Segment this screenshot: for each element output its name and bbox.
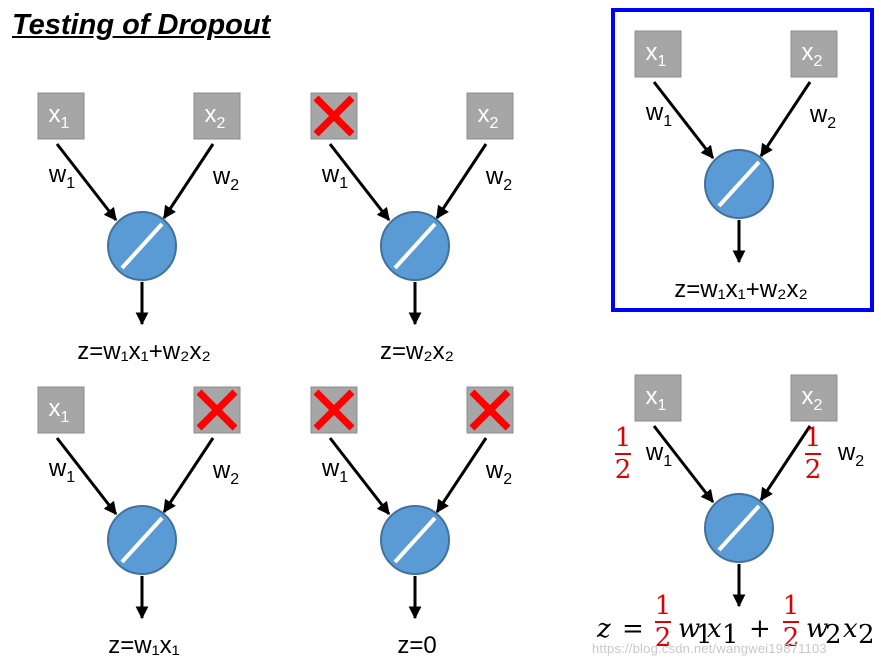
linear-activation-icon bbox=[393, 222, 437, 270]
edge-x1 bbox=[55, 437, 118, 516]
input-label-x2: x2 bbox=[478, 101, 499, 132]
weight-label-w2: w2 bbox=[809, 101, 836, 132]
input-box-x1 bbox=[37, 386, 85, 434]
eq-w1: w bbox=[678, 614, 700, 644]
neuron bbox=[107, 211, 177, 281]
weight-label-w2: w2 bbox=[837, 439, 864, 470]
panel-x1-dropped: x2 w1 w2 z=w₂x₂ bbox=[310, 92, 514, 365]
eq-equals: = bbox=[622, 614, 644, 644]
output-equation: z=w₁x₁+w₂x₂ bbox=[674, 276, 808, 303]
neuron bbox=[380, 211, 450, 281]
edge-x1 bbox=[55, 143, 118, 222]
output-equation: z=w₁x₁+w₂x₂ bbox=[77, 338, 211, 365]
page-title: Testing of Dropout bbox=[12, 9, 271, 41]
neuron bbox=[704, 493, 774, 563]
neuron bbox=[107, 505, 177, 575]
edge-x2 bbox=[435, 143, 488, 220]
highlight-frame bbox=[611, 8, 874, 312]
edge-x2 bbox=[759, 81, 812, 158]
edge-x1 bbox=[652, 81, 715, 160]
weight-label-w2: w2 bbox=[485, 163, 512, 194]
eq-x2: x bbox=[843, 614, 858, 644]
edge-x2 bbox=[162, 143, 215, 220]
eq-x1-sub: 1 bbox=[722, 620, 739, 650]
eq-x1: x bbox=[707, 614, 722, 644]
drop-x1-cross-icon bbox=[313, 389, 355, 431]
linear-activation-icon bbox=[393, 516, 437, 564]
eq-w2: w bbox=[806, 614, 828, 644]
panel-expected-highlighted: x1 x2 w1 w2 z=w₁x₁+w₂x₂ bbox=[634, 30, 838, 303]
drop-x2-cross-icon bbox=[469, 389, 511, 431]
fraction-denominator: 2 bbox=[655, 623, 672, 653]
weight-scale-fraction-1: 12 bbox=[615, 423, 632, 485]
weight-label-w2: w2 bbox=[212, 163, 239, 194]
edge-x1 bbox=[328, 437, 391, 516]
fraction-numerator: 1 bbox=[655, 591, 672, 621]
weight-label-w1: w1 bbox=[645, 99, 672, 130]
edge-x2 bbox=[162, 437, 215, 514]
edge-x2 bbox=[435, 437, 488, 514]
watermark: https://blog.csdn.net/wangwei19871103 bbox=[592, 641, 827, 656]
input-label-x1: x1 bbox=[646, 383, 667, 414]
input-label-x2: x2 bbox=[802, 383, 823, 414]
weight-label-w2: w2 bbox=[212, 457, 239, 488]
input-box-x2 bbox=[466, 92, 514, 140]
eq-w1-sub: 1 bbox=[696, 620, 713, 650]
input-label-x2: x2 bbox=[802, 39, 823, 70]
drop-x1-cross-icon bbox=[313, 95, 355, 137]
input-box-x1 bbox=[634, 374, 682, 422]
input-label-x1: x1 bbox=[49, 101, 70, 132]
edge-x1 bbox=[652, 425, 715, 504]
weight-label-w1: w1 bbox=[48, 161, 75, 192]
weight-label-w2: w2 bbox=[485, 457, 512, 488]
input-label-x1: x1 bbox=[49, 395, 70, 426]
eq-z: z bbox=[596, 614, 611, 644]
panel-x2-dropped: x1 w1 w2 z=w₁x₁ bbox=[37, 386, 241, 659]
fraction-numerator: 1 bbox=[783, 591, 800, 621]
eq-x2-sub: 2 bbox=[858, 620, 875, 650]
input-box-x1 bbox=[37, 92, 85, 140]
eq-fraction-2: 12 bbox=[783, 591, 800, 653]
neuron bbox=[704, 149, 774, 219]
linear-activation-icon bbox=[717, 160, 761, 208]
output-equation: z=0 bbox=[397, 632, 436, 659]
fraction-denominator: 2 bbox=[805, 455, 822, 485]
neuron bbox=[380, 505, 450, 575]
weight-label-w1: w1 bbox=[645, 439, 672, 470]
weight-label-w1: w1 bbox=[321, 455, 348, 486]
fraction-denominator: 2 bbox=[615, 455, 632, 485]
eq-w2-sub: 2 bbox=[825, 620, 842, 650]
panel-both-dropped: w1 w2 z=0 bbox=[310, 386, 514, 659]
linear-activation-icon bbox=[717, 504, 761, 552]
input-box-x2 bbox=[790, 30, 838, 78]
weight-label-w1: w1 bbox=[321, 161, 348, 192]
linear-activation-icon bbox=[120, 516, 164, 564]
linear-activation-icon bbox=[120, 222, 164, 270]
input-box-x2 bbox=[193, 92, 241, 140]
panel-both-kept: x1 x2 w1 w2 z=w₁x₁+w₂x₂ bbox=[37, 92, 241, 365]
fraction-denominator: 2 bbox=[783, 623, 800, 653]
output-equation: z=w₁x₁ bbox=[108, 632, 180, 659]
drop-x2-cross-icon bbox=[196, 389, 238, 431]
fraction-numerator: 1 bbox=[805, 423, 822, 453]
edge-x2 bbox=[759, 425, 812, 502]
edge-x1 bbox=[328, 143, 391, 222]
output-equation: z=w₂x₂ bbox=[380, 338, 454, 365]
input-label-x1: x1 bbox=[646, 39, 667, 70]
input-box-x1 bbox=[634, 30, 682, 78]
input-label-x2: x2 bbox=[205, 101, 226, 132]
fraction-numerator: 1 bbox=[615, 423, 632, 453]
weight-scale-fraction-2: 12 bbox=[805, 423, 822, 485]
eq-fraction-1: 12 bbox=[655, 591, 672, 653]
input-box-x2 bbox=[790, 374, 838, 422]
eq-plus: + bbox=[749, 614, 771, 644]
weight-label-w1: w1 bbox=[48, 455, 75, 486]
